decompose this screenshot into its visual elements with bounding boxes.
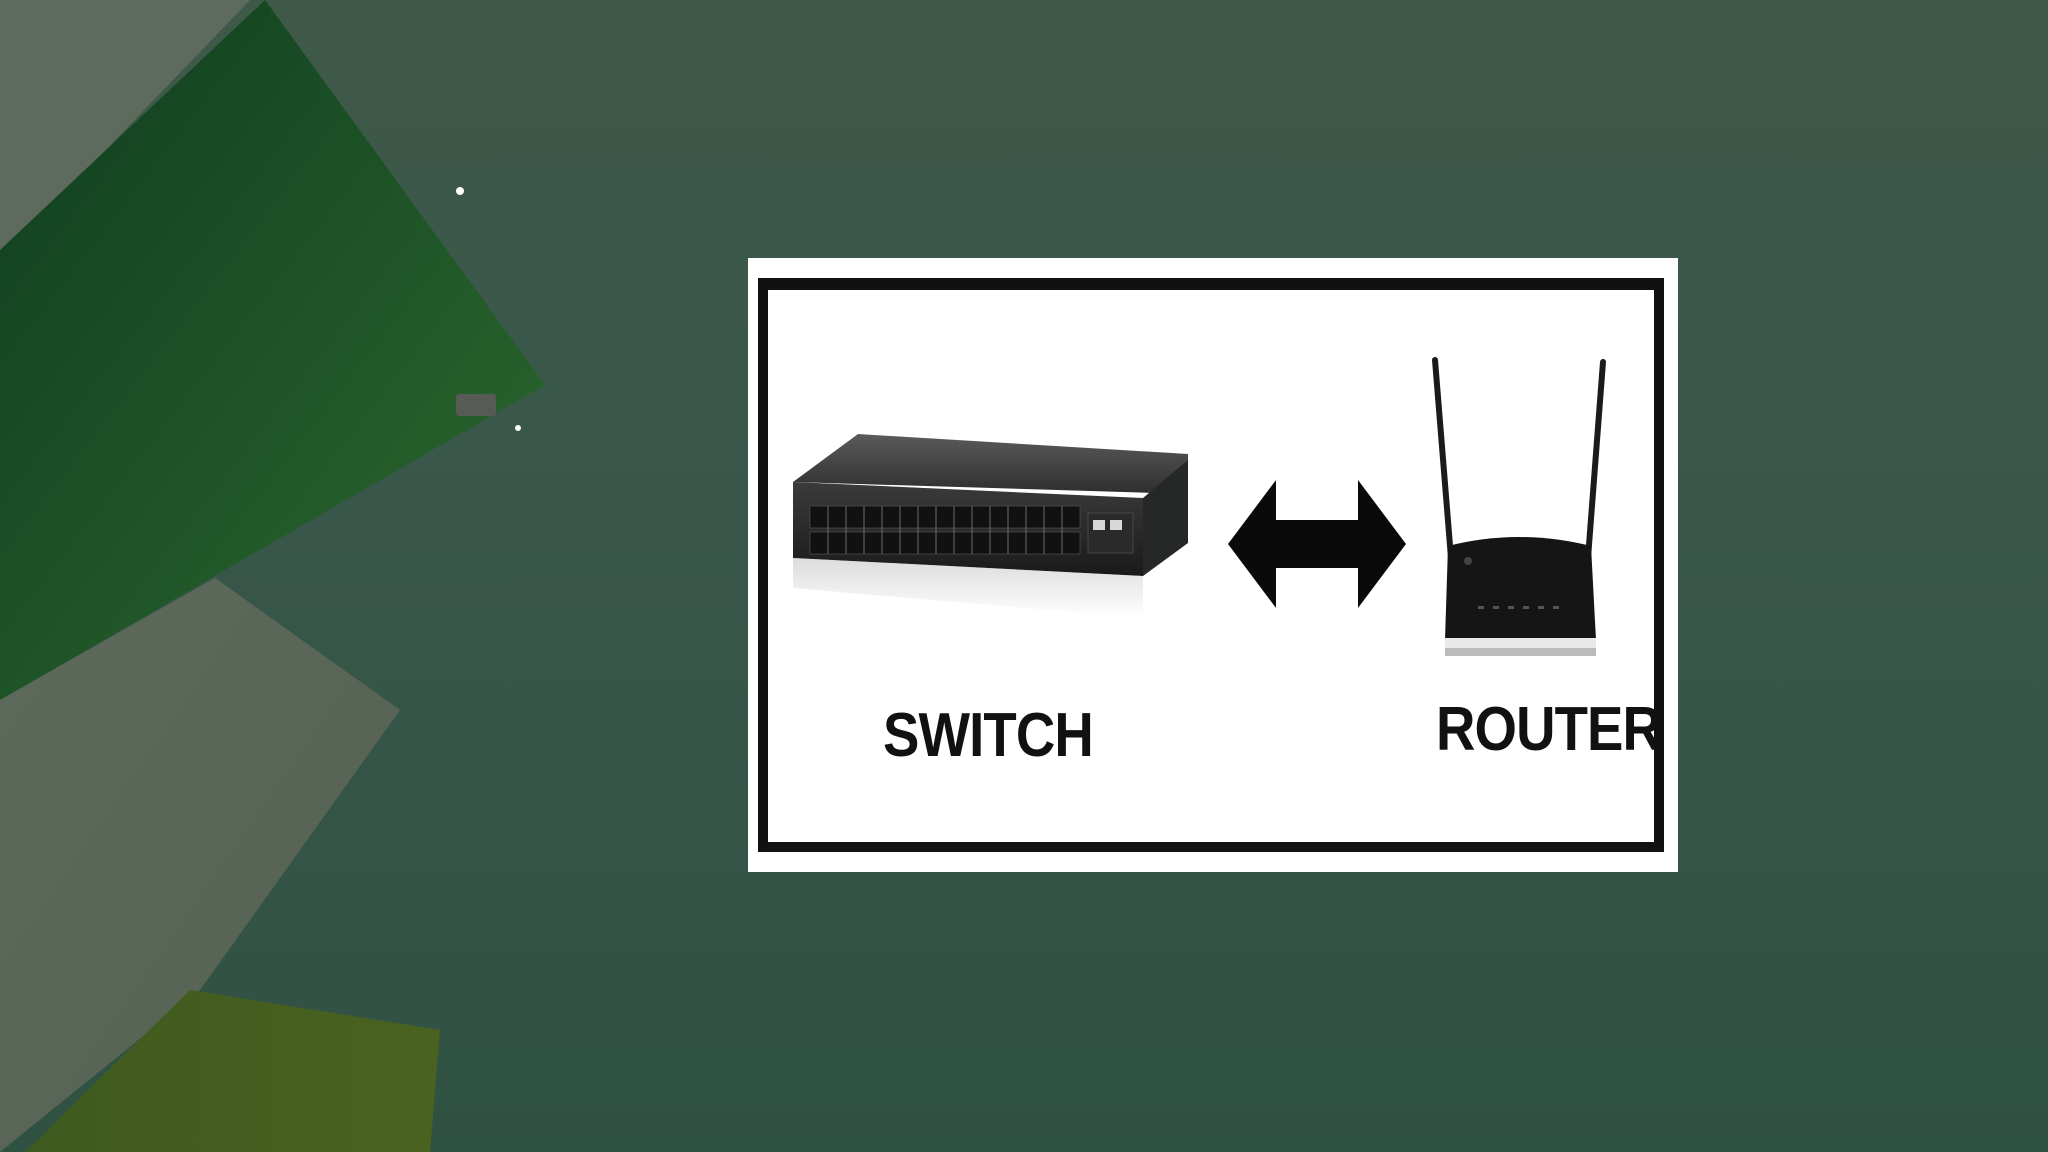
decor-dot <box>456 187 464 195</box>
router-label: ROUTER <box>1436 695 1662 764</box>
switch-router-diagram: SWITCH ROUTER <box>748 258 1678 872</box>
diagram-graphics <box>793 357 1606 656</box>
switch-label: SWITCH <box>883 701 1094 770</box>
decor-dot <box>515 425 521 431</box>
decor-rect <box>456 394 496 416</box>
decor-green-large <box>0 0 545 700</box>
decor-olive-bottom <box>25 990 440 1152</box>
decor-grey-middle <box>0 578 400 1152</box>
network-switch-icon <box>793 434 1188 618</box>
double-arrow-icon <box>1228 480 1406 608</box>
wireless-router-icon <box>1432 357 1606 656</box>
